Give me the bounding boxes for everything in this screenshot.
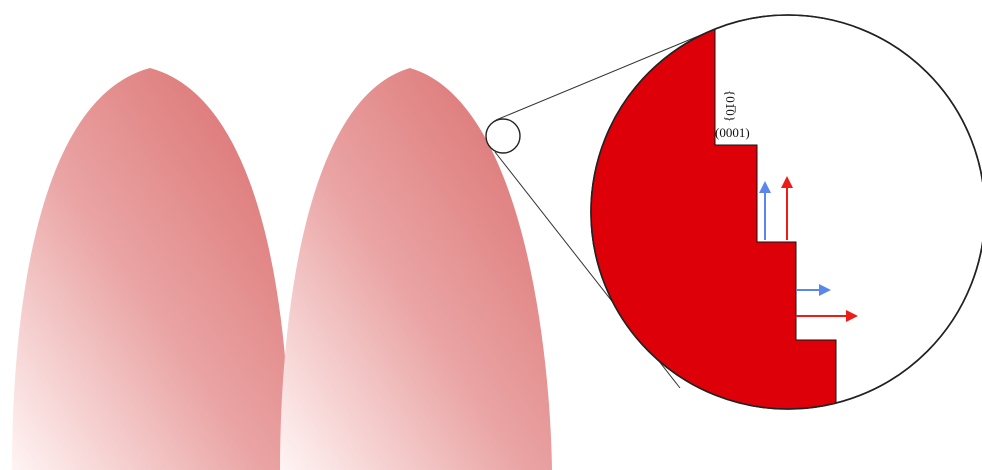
zoom-source-circle (486, 119, 520, 153)
label-top-facet: (0001) (715, 125, 750, 140)
label-side-facet: {01̅0} (723, 90, 738, 122)
right-nanostructure (280, 68, 552, 470)
left-nanostructure (12, 68, 290, 470)
